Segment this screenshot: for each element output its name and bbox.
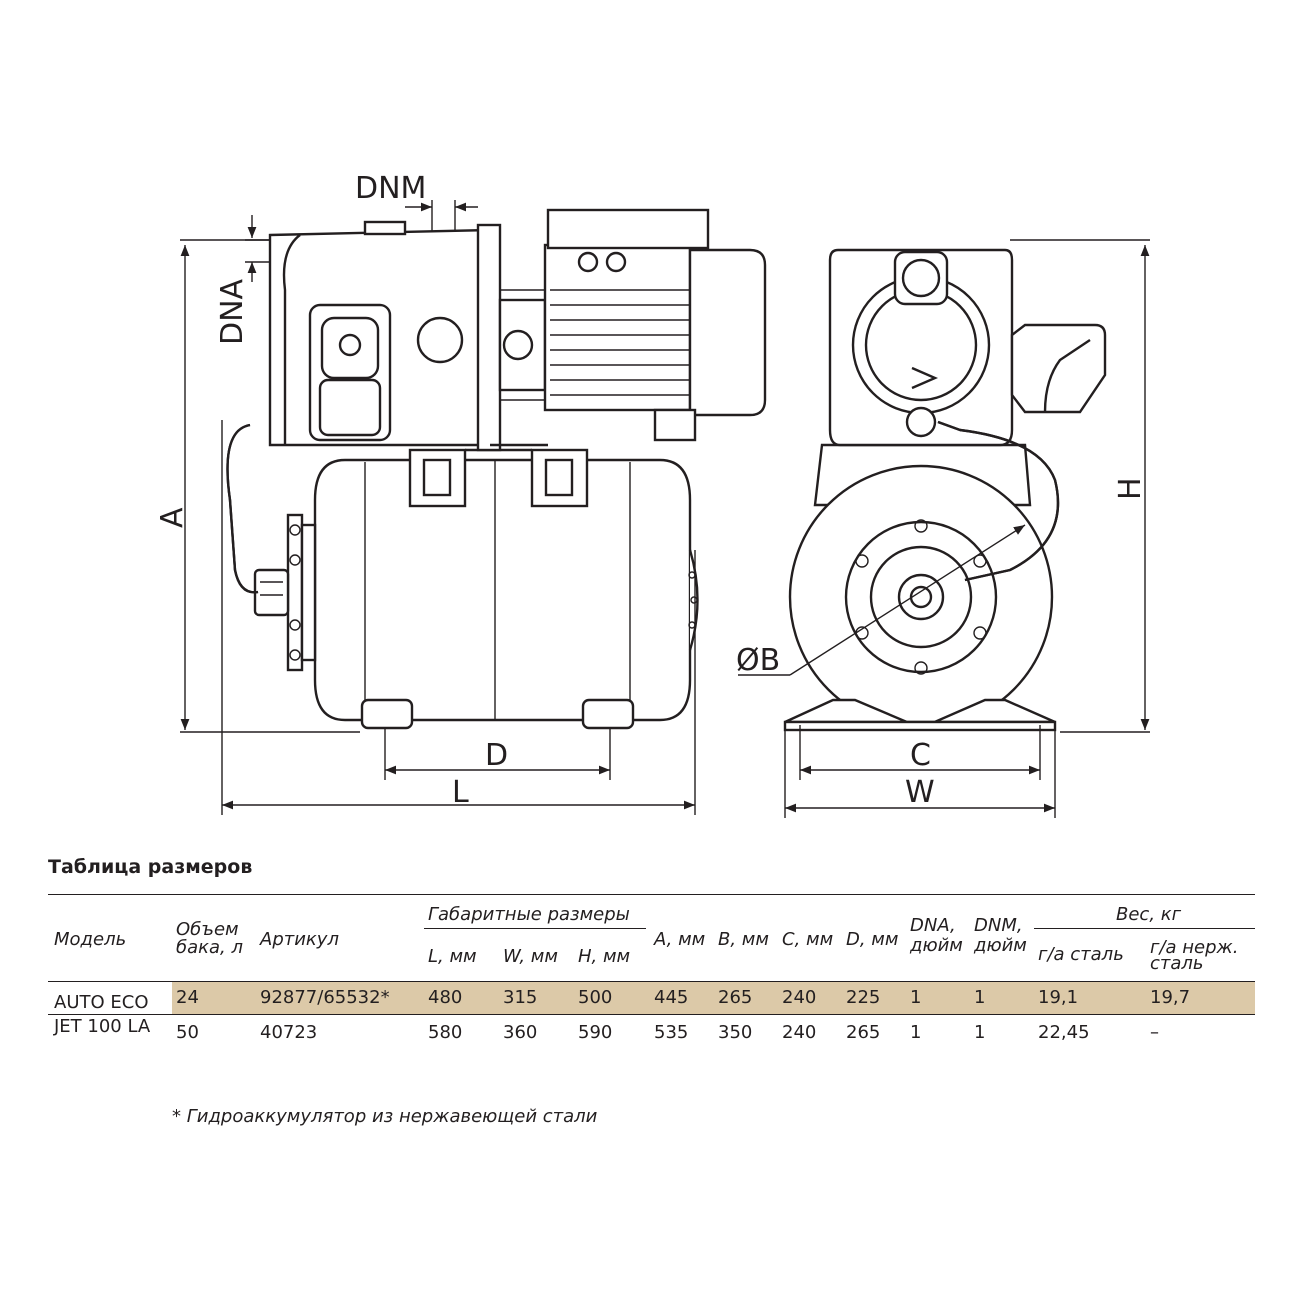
row1-dna: 1 — [910, 987, 922, 1008]
row2-a: 535 — [654, 1022, 689, 1043]
header-volume-line2: бака, л — [176, 937, 243, 958]
header-weight-steel: г/а сталь — [1038, 944, 1124, 965]
label-h: H — [1113, 477, 1148, 500]
highlight-row-band — [172, 982, 1255, 1014]
hose-side — [226, 423, 259, 594]
row2-l: 580 — [428, 1022, 463, 1043]
label-w: W — [905, 775, 935, 810]
row1-l: 480 — [428, 987, 463, 1008]
label-b: ØB — [736, 643, 780, 678]
header-model: Модель — [54, 929, 127, 950]
row1-volume: 24 — [176, 987, 199, 1008]
header-weight: Вес, кг — [1116, 904, 1182, 925]
row1-dnm: 1 — [974, 987, 986, 1008]
row2-weight-stainless: – — [1150, 1022, 1159, 1043]
row2-dnm: 1 — [974, 1022, 986, 1043]
header-article: Артикул — [260, 929, 339, 950]
header-dnm-line1: DNM, — [974, 915, 1023, 936]
header-c: C, мм — [782, 929, 834, 950]
row1-w: 315 — [503, 987, 538, 1008]
row2-dna: 1 — [910, 1022, 922, 1043]
model-line2: JET 100 LA — [54, 1016, 151, 1037]
weight-rule — [1034, 928, 1255, 929]
row2-b: 350 — [718, 1022, 753, 1043]
row1-weight-stainless: 19,7 — [1150, 987, 1191, 1008]
header-dna-line2: дюйм — [910, 935, 963, 956]
pump-side — [268, 208, 767, 452]
dimensions-table: Модель Объем бака, л Артикул Габаритные … — [48, 894, 1255, 1043]
row2-weight-steel: 22,45 — [1038, 1022, 1090, 1043]
dimension-lines-front — [738, 239, 1150, 818]
row2-c: 240 — [782, 1022, 817, 1043]
label-c: C — [910, 738, 931, 773]
row2-d: 265 — [846, 1022, 881, 1043]
tank-front — [783, 443, 1057, 732]
header-d: D, мм — [846, 929, 899, 950]
front-view — [738, 239, 1150, 818]
row2-h: 590 — [578, 1022, 613, 1043]
row1-a: 445 — [654, 987, 689, 1008]
header-volume-line1: Объем — [176, 919, 239, 940]
label-dna: DNA — [215, 278, 250, 345]
row2-article: 40723 — [260, 1022, 318, 1043]
row1-b: 265 — [718, 987, 753, 1008]
header-weight-stainless-line1: г/а нерж. — [1150, 937, 1239, 958]
label-l: L — [452, 775, 469, 810]
model-line1: AUTO ECO — [54, 992, 149, 1013]
row-rule — [48, 1014, 1255, 1015]
header-overall: Габаритные размеры — [428, 904, 630, 925]
side-view — [180, 200, 767, 815]
pump-station-drawing: DNM DNA A H ØB C D L W — [155, 171, 1150, 818]
header-l: L, мм — [428, 946, 477, 967]
header-bottom-rule — [48, 981, 1255, 982]
row1-h: 500 — [578, 987, 613, 1008]
header-a: A, мм — [654, 929, 706, 950]
header-w: W, мм — [503, 946, 558, 967]
tank-side — [253, 448, 699, 730]
label-d: D — [485, 738, 508, 773]
label-a: A — [155, 507, 190, 528]
table-top-rule — [48, 894, 1255, 895]
dimension-lines-side — [180, 200, 696, 815]
header-b: B, мм — [718, 929, 769, 950]
header-dna-line1: DNA, — [910, 915, 956, 936]
label-dnm: DNM — [355, 171, 426, 206]
footnote: * Гидроаккумулятор из нержавеющей стали — [172, 1106, 598, 1127]
row1-article: 92877/65532* — [260, 987, 390, 1008]
header-dnm-line2: дюйм — [974, 935, 1027, 956]
row2-volume: 50 — [176, 1022, 199, 1043]
row1-c: 240 — [782, 987, 817, 1008]
header-h: H, мм — [578, 946, 631, 967]
table-title: Таблица размеров — [48, 856, 253, 878]
header-weight-stainless-line2: сталь — [1150, 953, 1204, 974]
row2-w: 360 — [503, 1022, 538, 1043]
row1-weight-steel: 19,1 — [1038, 987, 1079, 1008]
pump-front — [828, 248, 1107, 447]
row1-d: 225 — [846, 987, 881, 1008]
overall-rule — [424, 928, 646, 929]
